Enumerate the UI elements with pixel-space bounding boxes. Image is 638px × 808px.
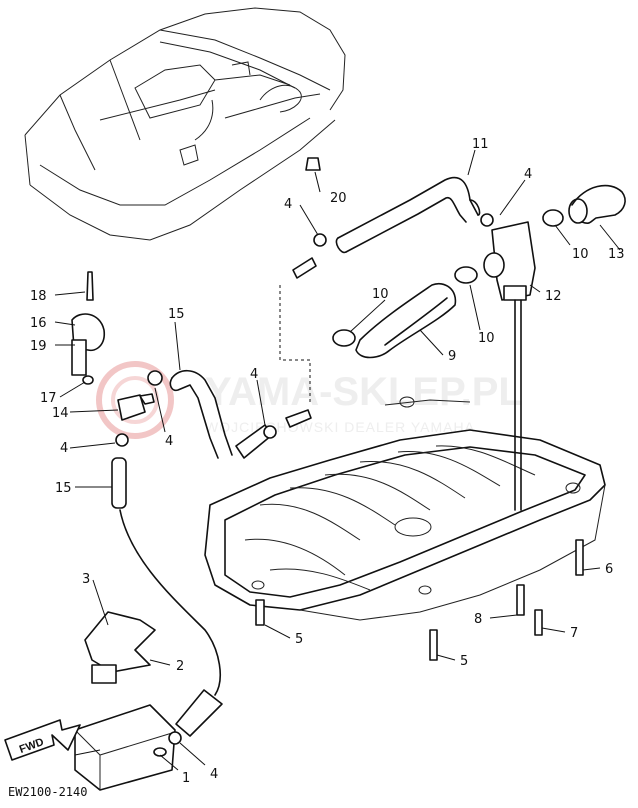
hose-11 xyxy=(335,176,481,254)
t-fitting-12 xyxy=(483,221,536,511)
callout-5a: 5 xyxy=(295,632,303,647)
elbow-hose-13 xyxy=(568,184,626,225)
hose-9 xyxy=(355,283,457,359)
callout-13: 13 xyxy=(608,247,625,262)
pump-cover-plate xyxy=(204,396,606,621)
callout-2: 2 xyxy=(176,659,184,674)
watermark-subtitle: WOJCIECHOWSKI DEALER YAMAHA xyxy=(205,419,475,435)
watermark-logo-icon xyxy=(96,361,174,439)
callout-16: 16 xyxy=(30,316,47,331)
callout-6: 6 xyxy=(605,562,613,577)
filter-box-1 xyxy=(74,704,176,791)
callout-4b: 4 xyxy=(524,167,532,182)
fwd-arrow-icon: FWD xyxy=(4,719,81,761)
leader-lines xyxy=(54,149,621,771)
diagram-code: EW2100-2140 xyxy=(8,785,87,799)
callout-18: 18 xyxy=(30,289,47,304)
watermark-title: YAMA-SKLEP.PL xyxy=(205,370,523,414)
callout-15a: 15 xyxy=(168,307,185,322)
callout-11: 11 xyxy=(472,137,489,152)
callout-4d: 4 xyxy=(165,434,173,449)
callout-9: 9 xyxy=(448,349,456,364)
callout-7: 7 xyxy=(570,626,578,641)
clamps xyxy=(115,213,494,745)
callout-3: 3 xyxy=(82,572,90,587)
callout-numbers: 20 4 11 4 13 10 12 10 10 9 18 16 19 17 1… xyxy=(30,137,625,786)
callout-4e: 4 xyxy=(250,367,258,382)
callout-4a: 4 xyxy=(284,197,292,212)
callout-1: 1 xyxy=(182,771,190,786)
watermark: YAMA-SKLEP.PL WOJCIECHOWSKI DEALER YAMAH… xyxy=(96,361,523,439)
hose-15-lower xyxy=(111,457,223,737)
callout-10b: 10 xyxy=(478,331,495,346)
callout-17: 17 xyxy=(40,391,57,406)
callout-10a: 10 xyxy=(572,247,589,262)
bolts xyxy=(255,157,584,661)
clamps-10 xyxy=(332,209,564,347)
callout-14: 14 xyxy=(52,406,69,421)
callout-10c: 10 xyxy=(372,287,389,302)
callout-8: 8 xyxy=(474,612,482,627)
connector-tubes xyxy=(279,257,317,428)
callout-19: 19 xyxy=(30,339,47,354)
callout-20: 20 xyxy=(330,191,347,206)
watercraft-hull-icon xyxy=(24,7,346,241)
bracket-2 xyxy=(84,611,156,684)
callout-12: 12 xyxy=(545,289,562,304)
callout-15b: 15 xyxy=(55,481,72,496)
hose-15-upper xyxy=(169,369,273,459)
valve-assembly-16-19 xyxy=(71,271,106,385)
callout-4f: 4 xyxy=(210,767,218,782)
fitting-14 xyxy=(117,393,155,421)
callout-5b: 5 xyxy=(460,654,468,669)
callout-4c: 4 xyxy=(60,441,68,456)
